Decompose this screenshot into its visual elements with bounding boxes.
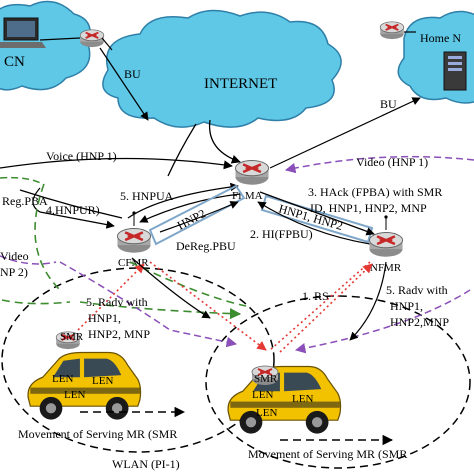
hnpua-label: 5. HNPUA xyxy=(120,189,174,203)
nfmr-label: NFMR xyxy=(370,262,402,274)
rs-label: 1. RS xyxy=(302,289,329,303)
cfmr-router-icon xyxy=(116,227,152,254)
home-router-icon xyxy=(379,20,405,40)
right-car-icon xyxy=(227,365,342,435)
hi-label: 2. HI(FPBU) xyxy=(250,227,313,241)
movement-right-label: Movement of Serving MR (SMR xyxy=(248,447,407,461)
laptop-icon xyxy=(0,17,46,48)
video-right-label: Video (HNP 1) xyxy=(356,155,428,169)
cn-label: CN xyxy=(4,54,25,70)
wlan-right-ellipse xyxy=(205,295,471,469)
lma-label: FLMA xyxy=(232,190,263,202)
wlan-left-ellipse xyxy=(1,267,275,453)
len-right-2: LEN xyxy=(292,393,313,405)
server-icon xyxy=(443,51,467,91)
len-left-1: LEN xyxy=(52,373,73,385)
left-car xyxy=(27,351,142,421)
reg-pba-label: Reg.PBA xyxy=(2,194,48,208)
video-left-line2: NP 2) xyxy=(0,265,28,279)
left-car-icon xyxy=(27,351,142,421)
tunnel-cfmr-lma xyxy=(148,184,246,246)
right-car xyxy=(227,365,342,435)
bu-right-label: BU xyxy=(380,97,397,111)
len-left-2: LEN xyxy=(92,375,113,387)
hnp2-left-label: HNP2 xyxy=(175,206,208,232)
radv-right-line3: HNP2,MNP xyxy=(390,315,449,329)
wlan-label: WLAN (PI-1) xyxy=(112,457,180,471)
len-right-1: LEN xyxy=(252,389,273,401)
voice-label: Voice (HNP 1) xyxy=(46,149,117,163)
movement-left-label: Movement of Serving MR (SMR xyxy=(18,427,177,441)
dereg-pbu-label: DeReg.PBU xyxy=(176,239,236,253)
len-right-3: LEN xyxy=(256,407,277,419)
smr-right-label: SMR xyxy=(254,373,278,385)
internet-cloud xyxy=(102,9,342,128)
radv-left-line3: HNP2, MNP xyxy=(88,327,150,341)
radv-right-line1: 5. Radv with xyxy=(386,283,448,297)
video-left-line1: Video xyxy=(0,249,29,263)
len-left-3: LEN xyxy=(64,389,85,401)
radv-right-line2: HNP1, xyxy=(390,299,423,313)
smr-left-label: SMR xyxy=(60,331,84,343)
cn-router-icon xyxy=(79,28,105,48)
home-network-label: Home N xyxy=(420,31,461,45)
radv-left-line1: 5. Radv with xyxy=(86,295,148,309)
radv-left-line2: HNP1, xyxy=(88,311,121,325)
bu-left-label: BU xyxy=(124,67,141,81)
hnpur-label: 4.HNPUR) xyxy=(46,203,100,217)
lma-router-icon xyxy=(234,159,270,186)
hack-label-line1: 3. HAck (FPBA) with SMR xyxy=(308,185,442,199)
nfmr-router-icon xyxy=(368,231,404,258)
internet-label: INTERNET xyxy=(204,76,277,92)
hack-label-line2: ID, HNP1, HNP2, MNP xyxy=(310,201,427,215)
